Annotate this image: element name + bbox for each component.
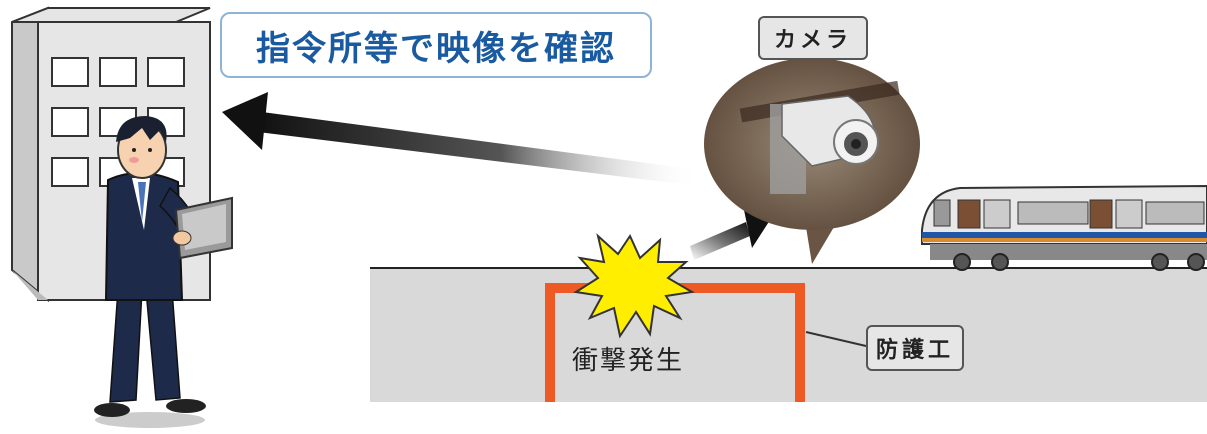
title-box: 指令所等で映像を確認 — [220, 12, 652, 78]
operator-person-icon — [94, 116, 233, 428]
building-windows — [51, 57, 185, 187]
diagram-title: 指令所等で映像を確認 — [256, 28, 616, 69]
impact-label: 衝撃発生 — [572, 346, 685, 376]
protection-label: 防護工 — [866, 325, 964, 371]
camera-label: カメラ — [758, 16, 868, 60]
camera-photo-bubble — [704, 58, 920, 264]
protection-leader-line — [805, 331, 867, 347]
impact-burst-icon — [573, 233, 695, 339]
tablet-icon — [174, 196, 233, 260]
video-transmission-arrow — [222, 92, 700, 186]
command-building — [11, 6, 211, 303]
camera-icon — [781, 95, 879, 167]
train-icon — [921, 184, 1207, 271]
